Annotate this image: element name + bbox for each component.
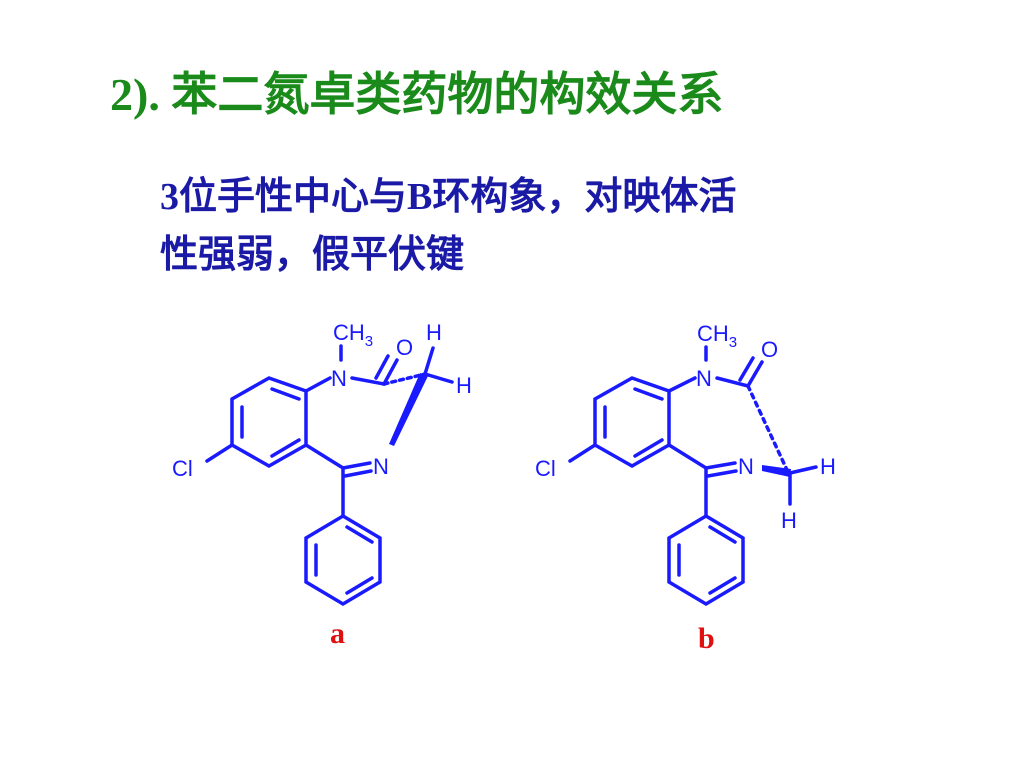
benzo-ring-b (593, 376, 671, 469)
chlorine-label-a: Cl (172, 456, 193, 481)
h-bond-top-a (423, 346, 435, 376)
imine-bond-a (341, 461, 372, 470)
dashed-bond-a (382, 372, 427, 386)
body-line-1: 3位手性中心与B环构象，对映体活 (160, 176, 737, 218)
amide-bond-b (715, 376, 750, 388)
imine-carbon-bond-a (304, 443, 345, 470)
wedge-bond-a (389, 373, 428, 446)
dashed-bond-b (746, 384, 789, 472)
n1-bond-b (667, 376, 697, 393)
oxygen-label-b: O (761, 337, 778, 362)
methyl-label-b: CH3 (697, 321, 737, 351)
carbonyl-bond-a (382, 358, 399, 386)
h-bond-right-b (788, 465, 818, 475)
imine-carbon-bond-b (667, 443, 708, 470)
structure-a: CH3 N O H H N Cl a (172, 320, 472, 650)
nitrogen1-label-b: N (696, 366, 712, 391)
body-line-2: 性强弱，假平伏键 (160, 234, 465, 276)
structure-label-b: b (698, 622, 715, 655)
carbonyl-bond-b (746, 360, 764, 388)
slide-body-text: 3位手性中心与B环构象，对映体活 性强弱，假平伏键 (160, 168, 950, 284)
hydrogen2-label-a: H (456, 373, 472, 398)
structure-b: CH3 N O N H H Cl b (535, 321, 836, 655)
oxygen-label-a: O (396, 335, 413, 360)
cl-bond-a (205, 443, 234, 463)
hydrogen2-label-b: H (781, 508, 797, 533)
n1-bond-a (304, 376, 332, 393)
h-bond-right-a (423, 372, 454, 384)
hydrogen1-label-b: H (820, 454, 836, 479)
nitrogen2-label-a: N (373, 454, 389, 479)
methyl-label-a: CH3 (333, 320, 373, 350)
nitrogen2-label-b: N (738, 454, 754, 479)
wedge-bond-b (762, 465, 791, 477)
phenyl-ring-a (304, 513, 382, 607)
phenyl-ring-b (667, 513, 745, 607)
amide-bond-a (350, 376, 386, 386)
cl-bond-b (568, 443, 597, 463)
nitrogen1-label-a: N (331, 366, 347, 391)
structure-label-a: a (330, 617, 345, 650)
slide-title: 2). 苯二氮卓类药物的构效关系 (110, 69, 724, 120)
hydrogen1-label-a: H (426, 320, 442, 345)
benzo-ring-a (230, 376, 308, 469)
chlorine-label-b: Cl (535, 456, 556, 481)
imine-bond-b (704, 461, 737, 470)
